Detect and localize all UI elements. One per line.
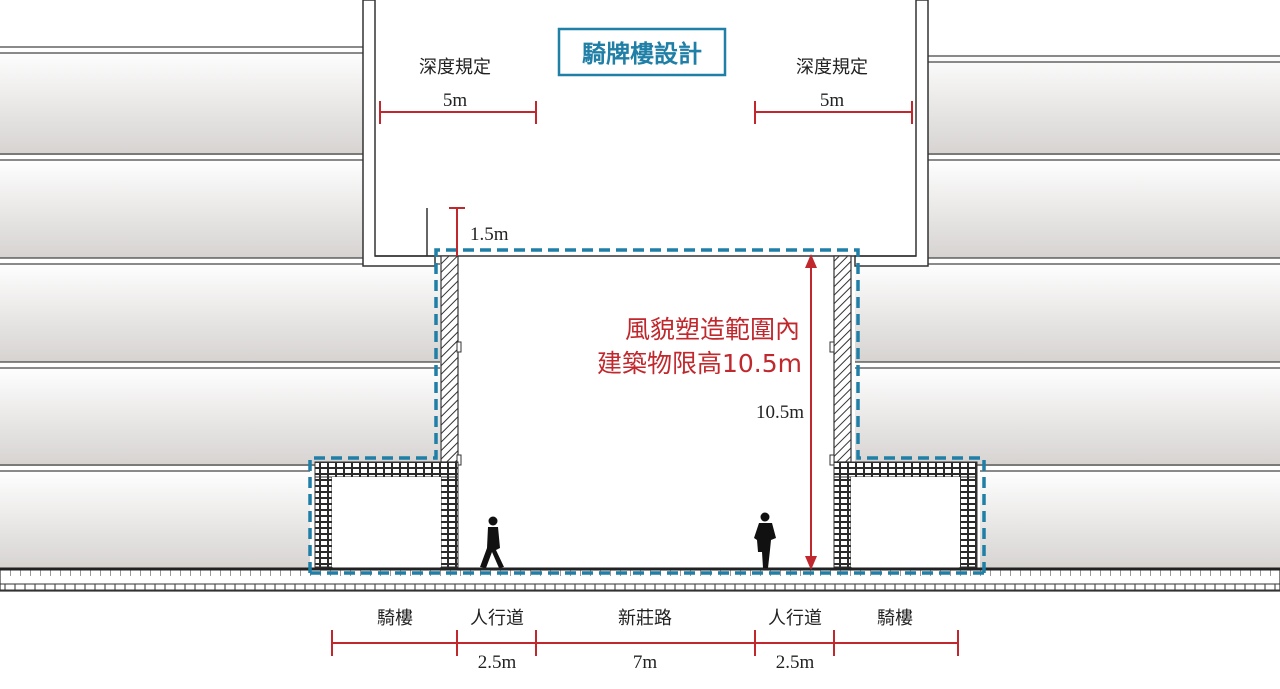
dim-sidewalk-left: 2.5m bbox=[478, 652, 517, 673]
right-wall bbox=[833, 255, 852, 463]
depth-label-right: 深度規定 bbox=[796, 57, 868, 78]
background-buildings bbox=[0, 46, 1280, 570]
depth-value-right: 5m bbox=[820, 90, 845, 111]
height-value: 10.5m bbox=[756, 402, 804, 423]
dim-sidewalk-right: 2.5m bbox=[776, 652, 815, 673]
label-sidewalk-right: 人行道 bbox=[768, 608, 822, 629]
page-title: 騎牌樓設計 bbox=[582, 40, 702, 68]
height-note-line2: 建築物限高10.5m bbox=[597, 349, 802, 378]
left-arcade bbox=[314, 461, 459, 568]
depth-label-left: 深度規定 bbox=[419, 57, 491, 78]
label-arcade-right: 騎樓 bbox=[877, 608, 913, 629]
height-limit-envelope bbox=[308, 248, 986, 573]
left-wall bbox=[440, 255, 459, 463]
height-note-line1: 風貌塑造範圍內 bbox=[625, 315, 800, 344]
dim-road: 7m bbox=[633, 652, 658, 673]
label-arcade-left: 騎樓 bbox=[377, 608, 413, 629]
title-box bbox=[557, 27, 727, 77]
label-road: 新莊路 bbox=[618, 608, 672, 629]
pedestrian-right-icon bbox=[754, 512, 776, 568]
depth-value-left: 5m bbox=[443, 90, 468, 111]
pedestrian-left-icon bbox=[480, 516, 504, 568]
right-arcade bbox=[833, 461, 978, 568]
label-sidewalk-left: 人行道 bbox=[470, 608, 524, 629]
offset-label: 1.5m bbox=[470, 224, 509, 245]
